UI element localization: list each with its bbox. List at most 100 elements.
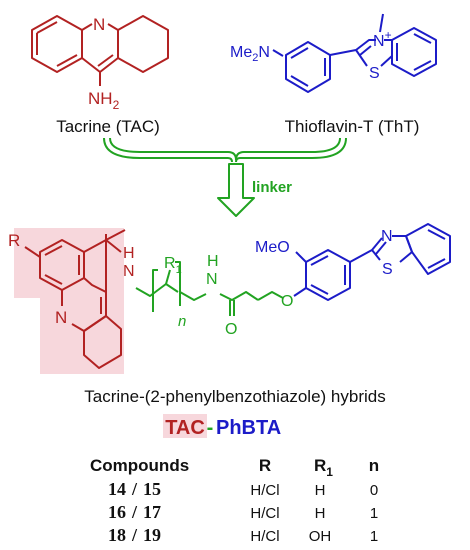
table-cell-r1: OH — [309, 528, 332, 545]
hybrid-carbonyl-oxygen: O — [225, 321, 237, 338]
linker-r1-bond — [165, 269, 171, 285]
table-cell-r: H/Cl — [250, 528, 279, 545]
thioflavin-name: Thioflavin-T (ThT) — [285, 117, 420, 136]
table-header-compounds: Compounds — [90, 456, 189, 475]
hybrid-methoxy: MeO — [255, 239, 290, 256]
phbta-double-bond — [427, 229, 446, 240]
linker-ether-chain — [257, 291, 284, 301]
table-cell-n: 1 — [370, 528, 378, 545]
table-cell-r1: H — [315, 482, 326, 499]
tacrine-bond — [81, 23, 93, 31]
thioflavin-link-bond — [329, 49, 357, 56]
hybrid-double-bond — [44, 274, 63, 285]
phbta-double-bond — [375, 241, 387, 255]
tag-dash: - — [207, 417, 214, 439]
hybrid-ether-oxygen: O — [281, 293, 293, 310]
table-cell-r1: H — [315, 505, 326, 522]
hybrid-tacrine-core — [24, 229, 126, 369]
hybrid-substituent-r: R — [8, 231, 20, 250]
phbta-double-bond — [310, 255, 329, 266]
arrow-head — [217, 163, 255, 217]
thioflavin-benzene-ring — [391, 27, 437, 77]
phbta-benzene-ring — [405, 223, 451, 275]
table-cell-r: H/Cl — [250, 505, 279, 522]
converging-arrow — [103, 137, 347, 217]
thioflavin-double-bond — [413, 33, 432, 44]
tacrine-double-bond — [56, 54, 78, 67]
hybrid-thiazole-sulfur: S — [382, 261, 393, 278]
hybrid-substituent-r1: R1 — [164, 255, 182, 276]
tacrine-amine-label: NH2 — [88, 89, 120, 112]
tacrine-structure — [31, 15, 169, 86]
table-cell-compounds: 16/17 — [108, 502, 161, 522]
tag-tac: TAC — [165, 417, 205, 439]
table-row: 14/15 H/Cl H 0 — [108, 479, 378, 499]
phbta-thiazole-bond — [371, 237, 383, 251]
phbta-methoxy-bond — [295, 251, 307, 263]
thioflavin-double-bond — [413, 60, 432, 71]
hybrid-linker-chain — [135, 261, 284, 316]
table-row: 18/19 H/Cl OH 1 — [108, 525, 378, 545]
linker-bonds-right — [179, 291, 207, 301]
thioflavin-double-bond — [290, 75, 309, 87]
table-header-r1: R1 — [314, 456, 333, 479]
thioflavin-methyl-bond — [379, 13, 384, 33]
hybrid-pyridine-bond — [83, 277, 107, 316]
hybrid-ring-nitrogen: N — [55, 308, 67, 327]
thioflavin-n-bond — [272, 49, 284, 57]
tacrine-double-bond — [36, 21, 58, 34]
arrow-left-branch-inner — [109, 137, 237, 161]
hybrid-nh-bond — [105, 229, 126, 241]
table-cell-n: 0 — [370, 482, 378, 499]
tag-tac-highlight — [163, 414, 207, 438]
thioflavin-thiazole-bond — [355, 39, 376, 51]
hybrid-cyclohexane-ring — [83, 315, 122, 369]
tacrine-double-bond — [97, 54, 114, 67]
hybrid-phenylbenzothiazole — [293, 223, 451, 301]
tacrine-cyclohexane-ring — [117, 15, 169, 73]
thioflavin-sulfur: S — [369, 65, 380, 82]
table-header-r: R — [259, 456, 271, 475]
linker-bracket-left — [152, 269, 158, 312]
table-cell-compounds: 14/15 — [108, 479, 161, 499]
table-row: 16/17 H/Cl H 1 — [108, 502, 378, 522]
hybrid-r-bond — [24, 246, 41, 258]
table-cell-n: 1 — [370, 505, 378, 522]
arrow-right-branch-inner — [235, 137, 341, 161]
phbta-double-bond — [427, 258, 446, 269]
table-cell-r: H/Cl — [250, 482, 279, 499]
linker-label: linker — [252, 179, 292, 196]
thioflavin-dimethylamino: Me2N — [230, 44, 270, 64]
thioflavin-thiazole-bond — [355, 49, 368, 67]
highlight-bottom — [40, 296, 124, 374]
linker-bonds-left — [135, 283, 179, 297]
hybrid-repeat-index: n — [178, 313, 186, 330]
compounds-table: Compounds R R1 n 14/15 H/Cl H 0 16/17 H/… — [90, 456, 379, 545]
thioflavin-double-bond — [290, 47, 309, 59]
tacrine-ring-nitrogen: N — [93, 15, 105, 34]
linker-bracket-right — [175, 261, 181, 306]
phbta-link-bond — [349, 249, 373, 263]
hybrid-thiazole-nitrogen: N — [381, 228, 393, 245]
tag-phbta: PhBTA — [216, 417, 281, 439]
phbta-phenyl-ring — [305, 249, 351, 301]
phbta-thiazole-bond — [392, 235, 413, 263]
thioflavin-quaternary-nitrogen: N+ — [373, 28, 392, 50]
hybrid-double-bond — [44, 245, 63, 256]
thioflavin-structure — [272, 13, 437, 93]
phbta-thiazole-bond — [371, 249, 381, 261]
linker-amide-bonds — [219, 291, 259, 301]
tacrine-benzene-ring — [31, 15, 83, 73]
tacrine-name: Tacrine (TAC) — [56, 117, 160, 136]
phbta-ether-bond — [293, 287, 307, 297]
thioflavin-phenyl-ring — [285, 41, 331, 93]
table-cell-compounds: 18/19 — [108, 525, 161, 545]
hybrid-caption: Tacrine-(2-phenylbenzothiazole) hybrids — [84, 387, 385, 406]
thioflavin-double-bond — [359, 45, 372, 56]
arrow-left-branch — [103, 137, 233, 163]
table-header-n: n — [369, 456, 379, 475]
phbta-double-bond — [310, 284, 329, 295]
